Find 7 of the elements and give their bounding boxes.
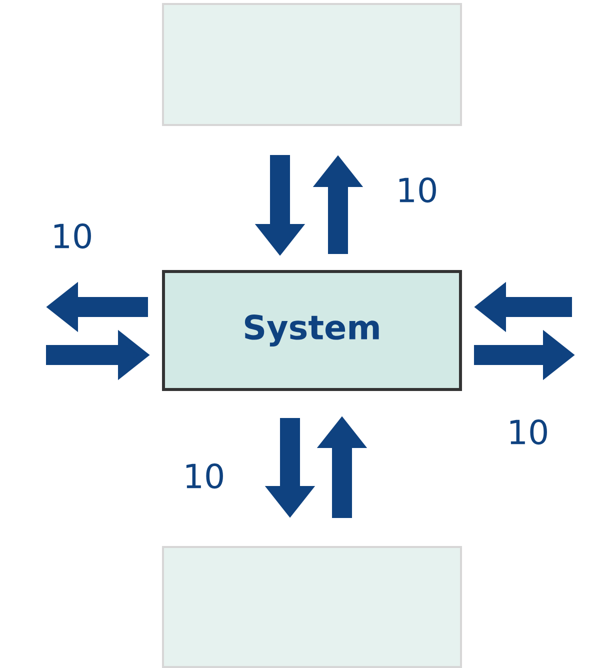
edge-label: 10 [186, 463, 223, 489]
empty-box [162, 3, 462, 126]
edge-label: 10 [399, 177, 436, 203]
edge-label: 10 [54, 223, 91, 249]
edge-label: 10 [510, 419, 547, 445]
system-box: System [162, 270, 462, 391]
empty-box [162, 546, 462, 668]
